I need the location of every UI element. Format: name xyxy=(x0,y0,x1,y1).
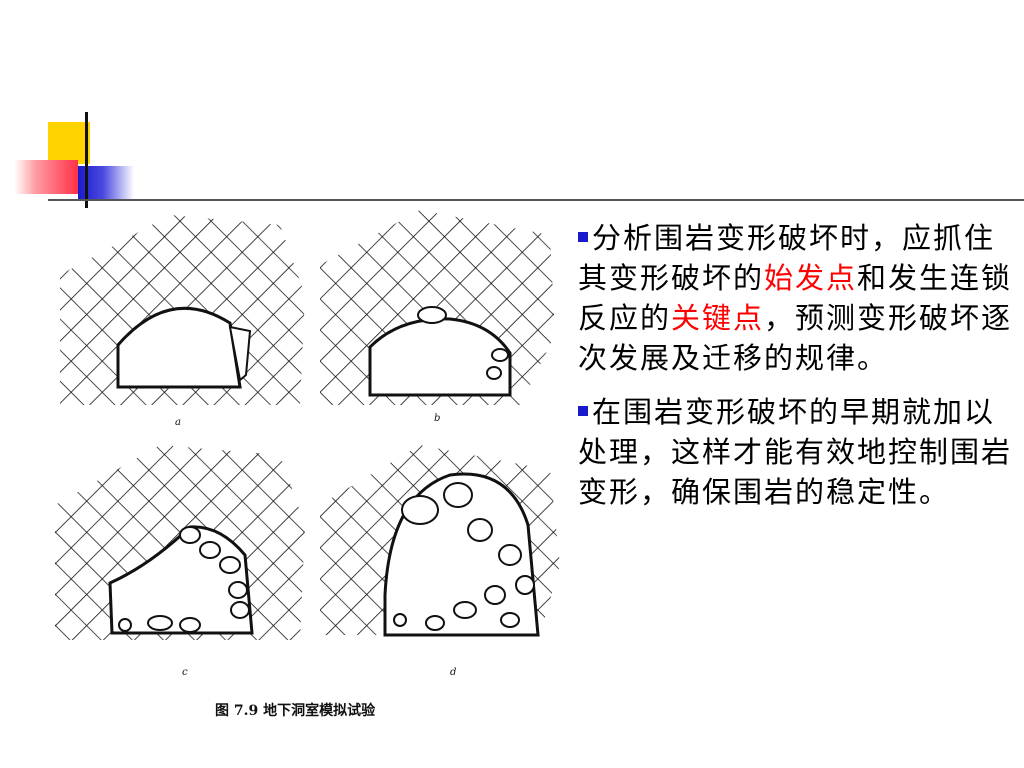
cavern-model-figure: a b c d 图 7.9 地下洞室模拟试验 xyxy=(40,205,570,735)
text-segment: 和发生连锁反应的 xyxy=(578,261,1013,335)
square-bullet-icon xyxy=(578,406,588,416)
highlight-key-point: 关键点 xyxy=(671,301,765,335)
bullet-paragraph-1: 分析围岩变形破坏时，应抓住其变形破坏的始发点和发生连锁反应的关键点，预测变形破坏… xyxy=(578,218,1024,378)
text-segment: 在围岩变形破坏的早期就加以处理，这样才能有效地控制围岩变形，确保围岩的稳定性。 xyxy=(578,395,1013,509)
square-bullet-icon xyxy=(578,232,588,242)
deco-vertical-line xyxy=(85,112,88,208)
text-segment: ，预测变形破坏逐次发展及迁移的规律。 xyxy=(578,301,1013,375)
panel-label-c: c xyxy=(182,667,188,678)
bullet-paragraph-2: 在围岩变形破坏的早期就加以处理，这样才能有效地控制围岩变形，确保围岩的稳定性。 xyxy=(578,392,1024,512)
cavern-diagram xyxy=(55,210,560,640)
deco-red-bar xyxy=(14,160,78,194)
panel-label-b: b xyxy=(434,413,441,424)
figure-caption: 图 7.9 地下洞室模拟试验 xyxy=(215,703,376,719)
panel-label-a: a xyxy=(175,417,181,428)
title-divider-line xyxy=(48,199,1024,201)
panel-label-d: d xyxy=(450,667,457,678)
text-segment: 分析围岩变形破坏时，应抓住其变形破坏的 xyxy=(578,221,996,295)
deco-yellow-square xyxy=(48,122,90,164)
highlight-start-point: 始发点 xyxy=(764,261,858,295)
bullet-text-area: 分析围岩变形破坏时，应抓住其变形破坏的始发点和发生连锁反应的关键点，预测变形破坏… xyxy=(578,218,1024,526)
